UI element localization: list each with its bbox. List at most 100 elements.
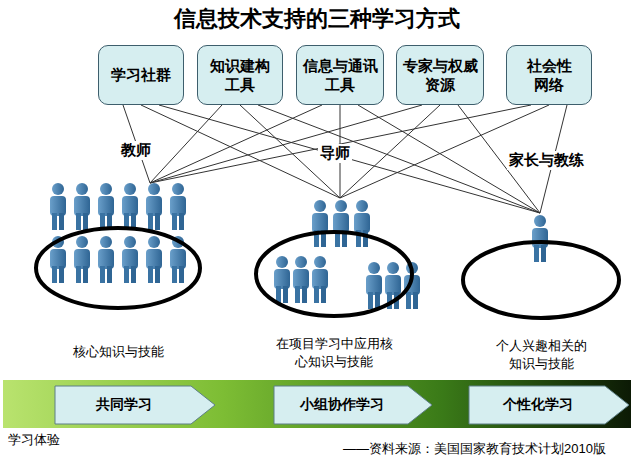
link-line: [340, 105, 440, 198]
resource-box: 知识建构 工具: [197, 45, 283, 105]
person-leg: [295, 286, 300, 303]
person-figure: [98, 236, 114, 283]
person-figure: [366, 262, 382, 309]
learning-arrow: 小组协作学习: [274, 386, 432, 424]
learner-group: 核心知识与技能: [34, 183, 202, 310]
person-head: [295, 256, 307, 268]
person-head: [148, 236, 160, 248]
person-leg: [124, 266, 129, 283]
person-head: [368, 262, 380, 274]
person-head: [276, 256, 288, 268]
person-leg: [83, 266, 88, 283]
person-leg: [83, 213, 88, 230]
person-head: [148, 183, 160, 195]
group-ellipse: [461, 213, 621, 320]
person-head: [124, 236, 136, 248]
link-line: [258, 105, 540, 213]
box-label: 社会性 网络: [511, 56, 587, 95]
person-figure: [333, 200, 349, 247]
person-leg: [52, 266, 57, 283]
person-figure: [122, 183, 138, 230]
box-label: 专家与权威 资源: [401, 56, 479, 95]
group-ellipse: [254, 198, 414, 318]
learner-group: 在项目学习中应用核 心知识与技能: [254, 198, 414, 318]
person-head: [100, 183, 112, 195]
experience-bar: [3, 380, 631, 428]
person-figure: [146, 236, 162, 283]
person-figure: [146, 183, 162, 230]
link-line: [141, 105, 340, 198]
link-line: [150, 105, 422, 183]
person-leg: [107, 266, 112, 283]
arrow-outline: [469, 386, 629, 424]
resource-box: 学习社群: [98, 45, 184, 105]
group-caption: 在项目学习中应用核 心知识与技能: [268, 335, 400, 370]
person-leg: [59, 213, 64, 230]
source-note: ——资料来源：美国国家教育技术计划2010版: [343, 440, 606, 458]
person-leg: [534, 245, 539, 262]
person-leg: [179, 213, 184, 230]
person-figure: [532, 215, 548, 262]
resource-box: 专家与权威 资源: [396, 45, 484, 105]
person-head: [314, 256, 326, 268]
person-leg: [283, 286, 288, 303]
diagram-title: 信息技术支持的三种学习方式: [0, 4, 634, 34]
person-head: [124, 183, 136, 195]
person-leg: [368, 292, 373, 309]
person-leg: [148, 213, 153, 230]
person-leg: [59, 266, 64, 283]
person-head: [356, 200, 368, 212]
arrow-label: 个性化学习: [469, 396, 629, 414]
axis-label: 学习体验: [8, 431, 60, 449]
person-head: [52, 183, 64, 195]
resource-box: 信息与通讯 工具: [296, 45, 384, 105]
group-caption: 个人兴趣相关的 知识与技能: [485, 337, 597, 372]
resource-box: 社会性 网络: [506, 45, 592, 105]
person-leg: [131, 266, 136, 283]
group-ellipse-outline: [463, 242, 619, 318]
person-figure: [274, 256, 290, 303]
arrow-outline: [55, 386, 215, 424]
person-leg: [321, 286, 326, 303]
box-label: 学习社群: [111, 65, 171, 85]
person-head: [335, 200, 347, 212]
person-figure: [50, 183, 66, 230]
link-line: [159, 105, 540, 213]
link-line: [150, 105, 222, 183]
person-leg: [155, 213, 160, 230]
box-label: 知识建构 工具: [202, 56, 278, 95]
person-head: [100, 236, 112, 248]
person-leg: [148, 266, 153, 283]
person-figure: [122, 236, 138, 283]
person-leg: [172, 266, 177, 283]
learning-arrow: 个性化学习: [469, 386, 629, 424]
group-ellipse-outline: [256, 232, 412, 316]
arrow-label: 小组协作学习: [274, 396, 432, 414]
person-figure: [74, 183, 90, 230]
person-head: [172, 183, 184, 195]
person-leg: [76, 213, 81, 230]
person-leg: [541, 245, 546, 262]
role-label: 导师: [318, 144, 352, 163]
person-leg: [406, 292, 411, 309]
arrow-outline: [274, 386, 432, 424]
person-head: [76, 236, 88, 248]
role-label: 家长与教练: [507, 151, 586, 170]
group-caption: 核心知识与技能: [51, 343, 185, 361]
person-leg: [172, 213, 177, 230]
link-line: [150, 105, 322, 183]
person-figure: [74, 236, 90, 283]
learning-arrow: 共同学习: [55, 386, 215, 424]
link-line: [150, 105, 531, 183]
person-leg: [76, 266, 81, 283]
person-leg: [52, 213, 57, 230]
role-label: 教师: [119, 141, 153, 160]
person-head: [534, 215, 546, 227]
person-figure: [354, 200, 370, 247]
person-leg: [100, 266, 105, 283]
person-figure: [98, 183, 114, 230]
person-figure: [293, 256, 309, 303]
person-head: [387, 262, 399, 274]
person-leg: [179, 266, 184, 283]
group-ellipse: [34, 183, 202, 310]
